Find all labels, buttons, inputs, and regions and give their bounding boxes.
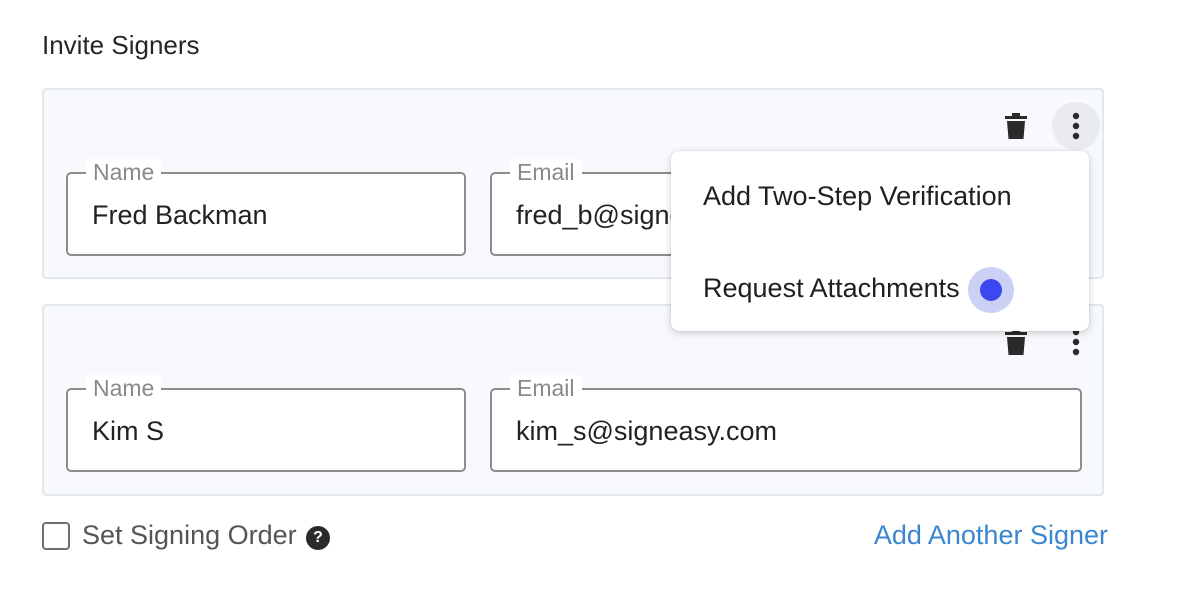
signing-order-label: Set Signing Order	[82, 520, 297, 550]
help-icon[interactable]: ?	[306, 526, 330, 550]
email-field-label: Email	[510, 159, 582, 185]
more-vertical-icon	[1072, 112, 1080, 140]
signer-options-menu: Add Two-Step Verification Request Attach…	[671, 151, 1089, 331]
signing-order-checkbox[interactable]	[42, 522, 70, 550]
delete-signer-button[interactable]	[992, 318, 1040, 366]
name-field-value: Fred Backman	[92, 200, 268, 230]
email-field-label: Email	[510, 375, 582, 401]
email-field-value: kim_s@signeasy.com	[516, 416, 777, 446]
name-field-value: Kim S	[92, 416, 165, 446]
more-options-button[interactable]	[1052, 102, 1100, 150]
add-another-signer-link[interactable]: Add Another Signer	[873, 520, 1108, 550]
radio-dot-icon	[980, 279, 1002, 301]
trash-icon	[1005, 113, 1027, 139]
name-field-label: Name	[86, 159, 162, 185]
name-field-label: Name	[86, 375, 162, 401]
menu-item-two-step-verification[interactable]: Add Two-Step Verification	[703, 181, 1012, 211]
more-vertical-icon	[1072, 328, 1080, 356]
trash-icon	[1005, 329, 1027, 355]
request-attachments-toggle[interactable]	[968, 267, 1014, 313]
menu-item-request-attachments[interactable]: Request Attachments	[703, 273, 960, 303]
name-field[interactable]: Name Kim S	[66, 375, 466, 472]
section-title: Invite Signers	[42, 30, 200, 60]
email-field[interactable]: Email kim_s@signeasy.com	[490, 375, 1082, 472]
signer-card-2: Name Kim S Email kim_s@signeasy.com	[42, 304, 1104, 496]
delete-signer-button[interactable]	[992, 102, 1040, 150]
name-field[interactable]: Name Fred Backman	[66, 159, 466, 256]
